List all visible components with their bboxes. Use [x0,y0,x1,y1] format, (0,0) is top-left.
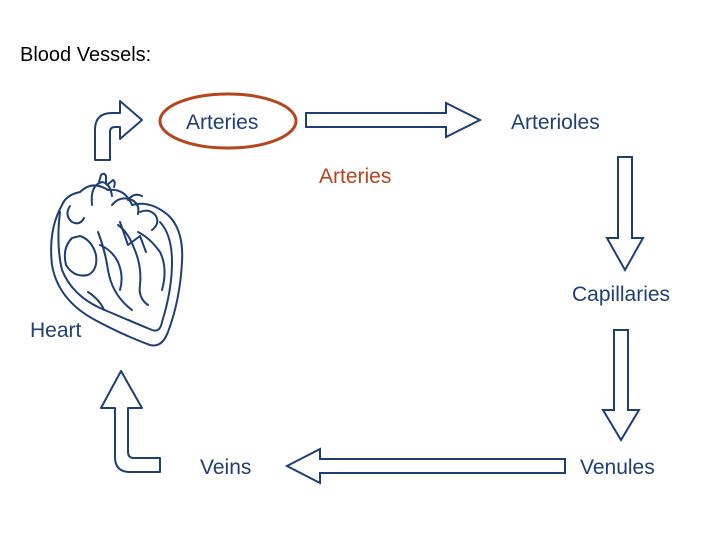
label-arteries: Arteries [186,111,259,134]
label-heart: Heart [30,319,82,342]
diagram-title: Blood Vessels: [20,44,152,66]
label-capillaries: Capillaries [572,283,671,306]
arrow-down-icon [605,156,645,273]
label-arteries-center: Arteries [319,165,392,188]
arteries-highlight-ellipse [158,92,298,150]
arrow-right-icon [305,101,483,139]
curved-arrow-left-up-icon [100,370,161,473]
heart-anatomy-icon [50,172,184,347]
arrow-left-icon [284,447,566,485]
label-arterioles: Arterioles [511,111,600,134]
curved-arrow-up-right-icon [94,100,143,161]
label-veins: Veins [200,456,252,479]
arrow-down-icon [601,329,641,442]
label-venules: Venules [580,456,655,479]
